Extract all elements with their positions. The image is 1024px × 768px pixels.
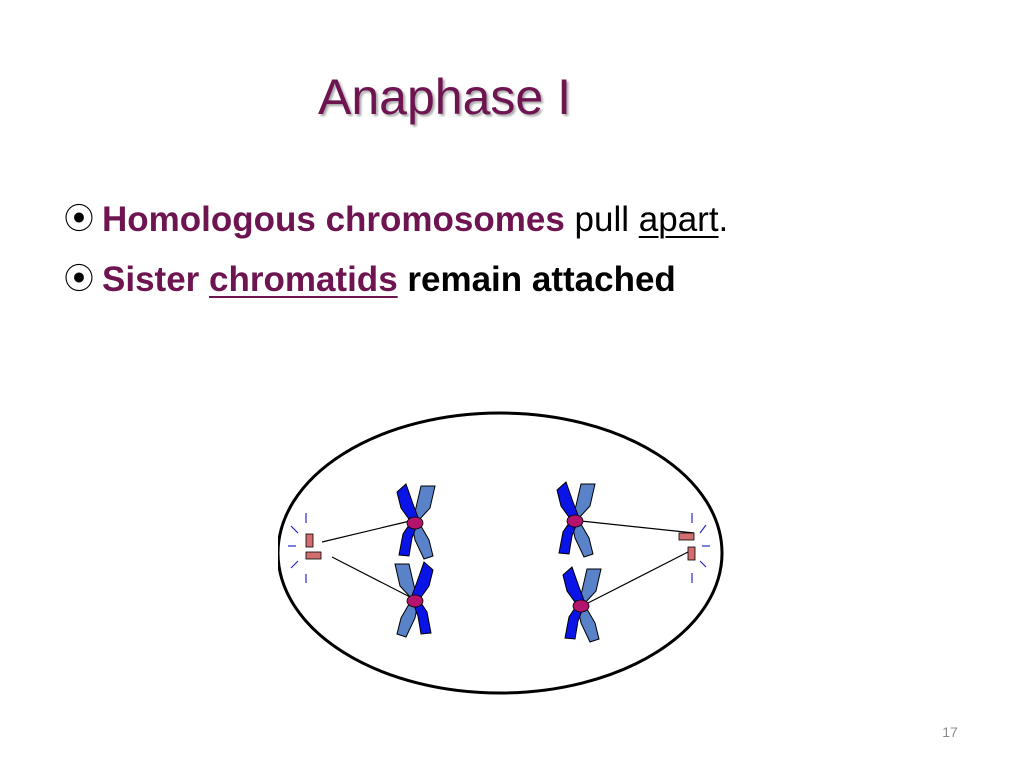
right-aster-icon [691,513,710,583]
bullet-2-segment-2: chromatids [209,260,398,299]
slide-number: 17 [942,724,958,740]
chromosome-left-bottom [394,561,434,638]
bullet-list: ⦿Homologous chromosomes pull apart. ⦿Sis… [64,190,964,310]
spindle-fibers [321,520,695,604]
slide-title: Anaphase I [318,69,571,125]
bullet-1-segment-3: apart [638,200,719,239]
right-centriole [678,532,696,561]
bullet-sister-chromatids: ⦿Sister chromatids remain attached [64,250,964,310]
chromosome-right-bottom [562,566,602,643]
bullet-1-segment-4: . [718,200,729,239]
cell-membrane [278,411,724,695]
bullet-2-segment-3: remain attached [397,260,676,299]
chromosome-right-top [556,481,596,558]
bullet-1-segment-2: pull [564,200,639,239]
left-aster-icon [288,513,307,583]
bullet-2-segment-1: Sister [102,260,209,299]
left-centriole [305,533,322,560]
chromosome-left-top [396,483,436,560]
bullet-marker-icon: ⦿ [64,263,94,296]
bullet-1-segment-1: Homologous chromosomes [102,200,565,239]
cell-diagram [278,411,724,695]
bullet-homologous: ⦿Homologous chromosomes pull apart. [64,190,964,250]
bullet-marker-icon: ⦿ [64,203,94,236]
